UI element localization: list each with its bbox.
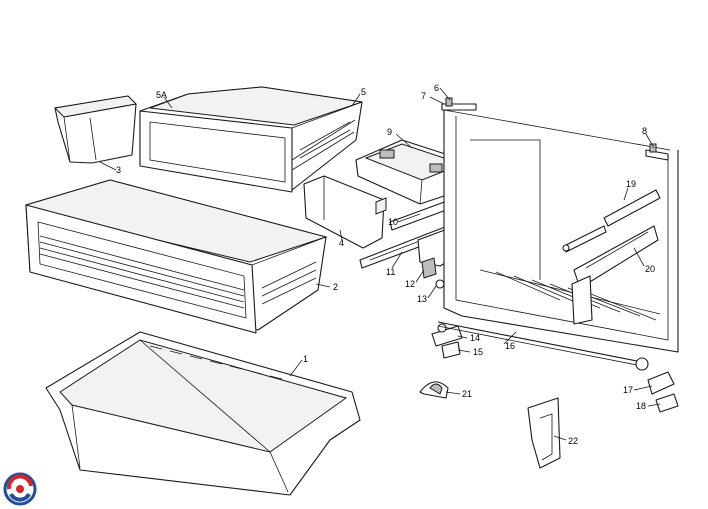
part-15-roller: [441, 341, 461, 359]
tray-vent-slots: [149, 345, 283, 380]
callout-10: 10: [388, 217, 398, 227]
callout-5a: 5A: [156, 90, 167, 100]
callout-18: 18: [636, 401, 646, 411]
part-3-small-bin: [53, 95, 138, 164]
callout-12: 12: [405, 279, 415, 289]
part-22-handle: [527, 397, 561, 469]
part-17-roller: [647, 371, 675, 395]
part-6-7-hinge: [441, 97, 477, 111]
part-5-upper-drawer: [139, 86, 363, 193]
callout-11: 11: [386, 267, 395, 277]
part-19-shelf-support: [562, 189, 661, 253]
part-2-large-drawer: [24, 179, 328, 334]
leader-lines: [99, 87, 661, 441]
callout-15: 15: [473, 347, 483, 357]
part-20-shelf-support: [571, 225, 659, 325]
callout-19: 19: [626, 179, 636, 189]
part-21-clip: [419, 381, 449, 399]
part-8-hinge: [645, 143, 669, 161]
callout-8: 8: [642, 126, 647, 136]
callout-1: 1: [303, 354, 308, 364]
callout-2: 2: [333, 282, 338, 292]
callout-17: 17: [623, 385, 633, 395]
callout-20: 20: [645, 264, 655, 274]
callout-7: 7: [421, 91, 426, 101]
callout-21: 21: [462, 389, 472, 399]
part-4-cover-panel: [303, 175, 387, 249]
callout-13: 13: [417, 294, 427, 304]
refrigerator-cabinet: [443, 109, 679, 353]
part-18-roller: [655, 393, 679, 413]
callout-6: 6: [434, 83, 439, 93]
brand-logo-icon: [3, 472, 37, 506]
callout-3: 3: [116, 165, 121, 175]
callout-14: 14: [470, 333, 480, 343]
part-9-rail-mechanism: [355, 139, 471, 205]
callout-5: 5: [361, 87, 366, 97]
part-16-rod: [437, 321, 649, 371]
callout-16: 16: [505, 341, 515, 351]
callout-4: 4: [339, 238, 344, 248]
part-1-bottom-tray: [45, 331, 361, 496]
callout-9: 9: [387, 127, 392, 137]
callout-22: 22: [568, 436, 578, 446]
callout-labels: 1 2 3 4 5 5A 6 7 8 9 10 11 12 13 14 15 1…: [116, 83, 655, 446]
